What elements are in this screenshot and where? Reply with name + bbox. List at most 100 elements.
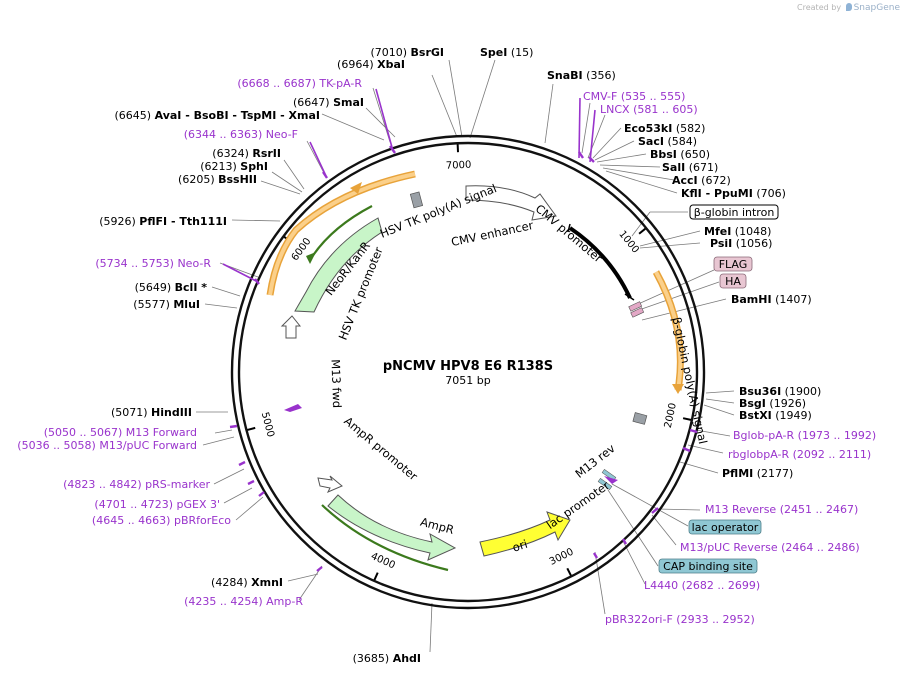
box-bglobin-intron [689, 204, 779, 220]
enzyme-bcli: (5649) BclI * [135, 281, 208, 294]
enzyme-snabi: SnaBI (356) [547, 69, 616, 82]
enzyme-kfli: KflI - PpuMI (706) [681, 187, 786, 200]
enzyme-xbai: (6964) XbaI [337, 58, 405, 71]
credit-prefix: Created by [797, 3, 842, 12]
box-ha [719, 273, 747, 289]
enzyme-mlui: (5577) MluI [133, 298, 200, 311]
primer-pgex3: (4701 .. 4723) pGEX 3' [94, 498, 220, 511]
primer-neo-f: (6344 .. 6363) Neo-F [184, 128, 298, 141]
box-cap-binding-site [658, 558, 758, 574]
feature-label-ori: ori [511, 537, 530, 555]
enzyme-avai: (6645) AvaI - BsoBI - TspMI - XmaI [115, 109, 321, 122]
enzyme-eco53ki: Eco53kI (582) [624, 122, 705, 135]
ampr-green-arc [321, 504, 449, 572]
ori-arrow [479, 511, 571, 557]
enzyme-saci: SacI (584) [638, 135, 697, 148]
backbone-inner [237, 141, 699, 603]
hsvtk-promoter-arrow [280, 315, 302, 339]
primer-m13-reverse: M13 Reverse (2451 .. 2467) [705, 503, 858, 516]
box-bglobin-intron-label: β-globin intron [694, 206, 775, 219]
scale-tick [566, 567, 572, 576]
scale-tick-label: 3000 [548, 547, 576, 568]
primer-lncx: LNCX (581 .. 605) [600, 103, 698, 116]
scale-tick [638, 227, 646, 235]
feature-label-m13fwd: M13 fwd [328, 359, 344, 408]
enzyme-pflfi: (5926) PflFI - Tth111I [99, 215, 227, 228]
cmv-promoter-arc [568, 226, 632, 299]
scale-tick [373, 572, 379, 581]
snapgene-logo-icon [845, 3, 852, 11]
feature-label-ampr: AmpR [419, 515, 456, 537]
enzyme-sali: SalI (671) [662, 161, 718, 174]
credit-brand: SnapGene [853, 3, 900, 13]
neokan-arrow [294, 217, 383, 313]
feature-label-cmv-promoter: CMV promoter [533, 201, 606, 265]
enzyme-spei: SpeI (15) [480, 46, 533, 59]
primer-prs-marker: (4823 .. 4842) pRS-marker [63, 478, 210, 491]
scale-tick-label: 2000 [663, 402, 679, 429]
primer-m13-forward: (5050 .. 5067) M13 Forward [44, 426, 197, 439]
box-cap-binding-site-label: CAP binding site [663, 560, 753, 573]
plasmid-name: pNCMV HPV8 E6 R138S [383, 359, 553, 374]
scale-tick [682, 417, 692, 421]
plasmid-size: 7051 bp [445, 374, 490, 387]
enzyme-mfei: MfeI (1048) [704, 225, 771, 238]
ampr-arrow [327, 494, 457, 561]
primer-marks [222, 88, 596, 283]
primer-ticks [229, 145, 698, 572]
primer-pbr322ori-f: pBR322ori-F (2933 .. 2952) [605, 613, 755, 626]
box-ha-label: HA [725, 275, 741, 288]
box-flag [713, 256, 753, 272]
primer-rbglobpa-r: rbglobpA-R (2092 .. 2111) [728, 448, 871, 461]
flag-block [628, 301, 643, 312]
box-lac-operator [688, 519, 762, 535]
cap-block [597, 477, 613, 491]
enzyme-xmni: (4284) XmnI [211, 576, 283, 589]
enzyme-rsrii: (6324) RsrII [212, 147, 281, 160]
box-lac-operator-label: lac operator [692, 521, 759, 534]
primer-neo-r: (5734 .. 5753) Neo-R [95, 257, 211, 270]
primer-m13-puc-forward: (5036 .. 5058) M13/pUC Forward [17, 439, 197, 452]
enzyme-acci: AccI (672) [672, 174, 731, 187]
m13fwd-arrow [284, 404, 302, 412]
primer-cmv-f: CMV-F (535 .. 555) [583, 90, 685, 103]
enzyme-hindiii: (5071) HindIII [111, 406, 192, 419]
enzyme-sphi: (6213) SphI [200, 160, 268, 173]
enzyme-bstxi: BstXI (1949) [739, 409, 812, 422]
lac-operator-block [601, 468, 617, 482]
enzyme-bsgi: BsgI (1926) [739, 397, 806, 410]
cmv-enhancer-arrow [465, 185, 557, 221]
primer-m13-puc-reverse: M13/pUC Reverse (2464 .. 2486) [680, 541, 860, 554]
primer-amp-r: (4235 .. 4254) Amp-R [184, 595, 303, 608]
enzyme-bbsi: BbsI (650) [650, 148, 710, 161]
ha-block [630, 307, 645, 318]
feature-label-cmv-enhancer: CMV enhancer [450, 218, 535, 249]
scale-tick [247, 426, 256, 431]
enzyme-smai: (6647) SmaI [293, 96, 364, 109]
bglobin-polya-block [632, 412, 648, 425]
primer-bglob-pa-r: Bglob-pA-R (1973 .. 1992) [733, 429, 876, 442]
box-flag-label: FLAG [719, 258, 748, 271]
scale-tick-label: 4000 [369, 551, 397, 571]
enzyme-bsshii: (6205) BssHII [178, 173, 257, 186]
enzyme-pflmi: PflMI (2177) [722, 467, 793, 480]
scale-tick-label: 1000 [616, 229, 641, 256]
primer-pbrforeco: (4645 .. 4663) pBRforEco [92, 514, 231, 527]
ampr-promoter-arrow [317, 475, 343, 493]
primer-tk-pa-r: (6668 .. 6687) TK-pA-R [237, 77, 362, 90]
hsvtk-polya-block [409, 191, 424, 209]
backbone-outer [230, 134, 706, 610]
feature-label-ampr-promoter: AmpR promoter [341, 414, 420, 484]
enzyme-bsu36i: Bsu36I (1900) [739, 385, 821, 398]
scale-tick-label: 7000 [446, 160, 472, 172]
enzyme-bamhi: BamHI (1407) [731, 293, 812, 306]
feature-label-lac-promoter: lac promoter [544, 478, 613, 532]
primer-l4440: L4440 (2682 .. 2699) [644, 579, 760, 592]
enzyme-ahdi: (3685) AhdI [353, 652, 421, 665]
snapgene-credit: Created by SnapGene [797, 3, 900, 13]
m13rev-arrow [604, 476, 618, 484]
enzyme-psii: PsiI (1056) [710, 237, 772, 250]
enzyme-bsrgi: (7010) BsrGI [370, 46, 444, 59]
scale-tick-label: 5000 [259, 411, 276, 438]
